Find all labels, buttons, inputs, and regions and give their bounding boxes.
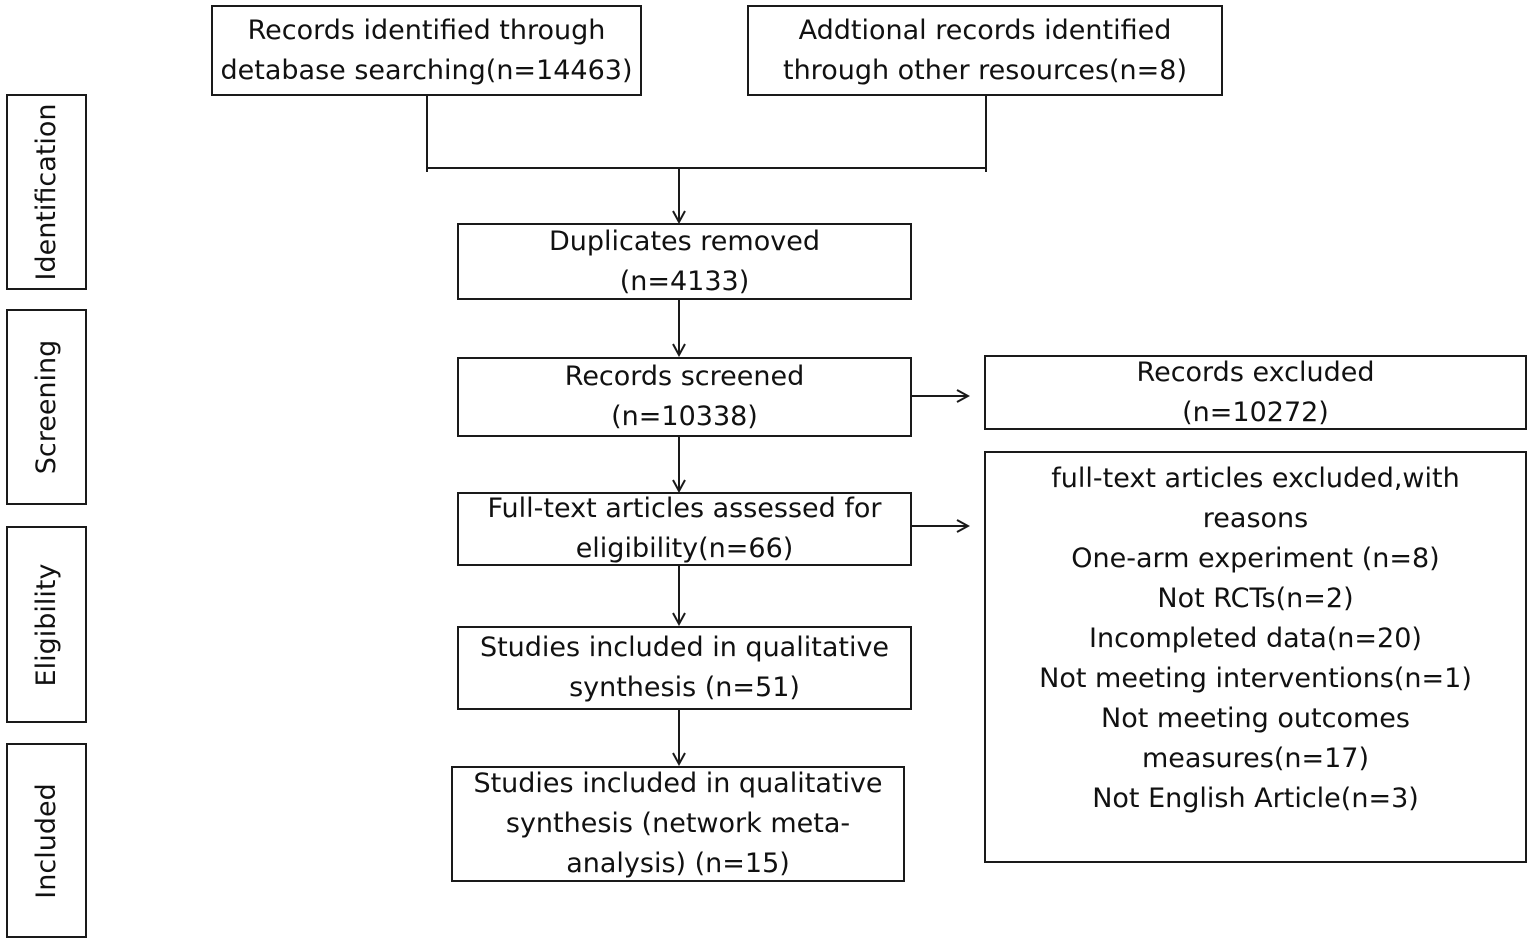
network-meta-analysis-box: Studies included in qualitative synthesi… bbox=[451, 766, 905, 882]
fulltext-assessed-line-2: eligibility(n=66) bbox=[575, 533, 794, 564]
fulltext-assessed-box: Full-text articles assessed for eligibil… bbox=[457, 492, 912, 566]
duplicates-removed-box: Duplicates removed (n=4133) bbox=[457, 223, 912, 300]
fulltext-excluded-box: full-text articles excluded,with reasons… bbox=[984, 451, 1527, 863]
records-screened-line-1: Records screened bbox=[564, 361, 805, 392]
stage-included: Included bbox=[6, 743, 87, 938]
stage-identification: Identification bbox=[6, 94, 87, 290]
reason-outcomes: Not meeting outcomes bbox=[1101, 703, 1410, 734]
reason-incompleted-data: Incompleted data(n=20) bbox=[1089, 623, 1422, 654]
reason-not-rcts: Not RCTs(n=2) bbox=[1157, 583, 1354, 614]
reason-interventions: Not meeting interventions(n=1) bbox=[1039, 663, 1472, 694]
stage-screening: Screening bbox=[6, 309, 87, 505]
stage-eligibility: Eligibility bbox=[6, 526, 87, 723]
qualitative-synthesis-box: Studies included in qualitative synthesi… bbox=[457, 626, 912, 710]
fulltext-excluded-heading-2: reasons bbox=[1202, 503, 1309, 534]
records-screened-box: Records screened (n=10338) bbox=[457, 357, 912, 437]
network-meta-analysis-line-3: analysis) (n=15) bbox=[566, 848, 790, 879]
records-screened-line-2: (n=10338) bbox=[611, 401, 758, 432]
reason-outcomes-2: measures(n=17) bbox=[1142, 743, 1369, 774]
database-records-line-2: detabase searching(n=14463) bbox=[220, 54, 633, 86]
other-records-line-2: through other resources(n=8) bbox=[782, 54, 1187, 86]
network-meta-analysis-line-2: synthesis (network meta- bbox=[505, 808, 851, 839]
other-records-box: Addtional records identified through oth… bbox=[747, 5, 1223, 96]
duplicates-removed-line-2: (n=4133) bbox=[619, 265, 750, 297]
records-excluded-line-1: Records excluded bbox=[1136, 356, 1375, 388]
qualitative-synthesis-line-2: synthesis (n=51) bbox=[569, 672, 800, 703]
fulltext-assessed-line-1: Full-text articles assessed for bbox=[487, 493, 882, 524]
qualitative-synthesis-line-1: Studies included in qualitative bbox=[479, 632, 890, 663]
reason-not-english: Not English Article(n=3) bbox=[1092, 783, 1419, 814]
other-records-line-1: Addtional records identified bbox=[798, 14, 1172, 46]
database-records-box: Records identified through detabase sear… bbox=[211, 5, 642, 96]
reason-one-arm: One-arm experiment (n=8) bbox=[1071, 543, 1440, 574]
duplicates-removed-line-1: Duplicates removed bbox=[549, 225, 820, 257]
records-excluded-box: Records excluded (n=10272) bbox=[984, 355, 1527, 430]
network-meta-analysis-line-1: Studies included in qualitative bbox=[473, 768, 883, 799]
fulltext-excluded-heading: full-text articles excluded,with bbox=[1051, 463, 1460, 494]
database-records-line-1: Records identified through bbox=[247, 14, 606, 46]
records-excluded-line-2: (n=10272) bbox=[1182, 396, 1329, 428]
